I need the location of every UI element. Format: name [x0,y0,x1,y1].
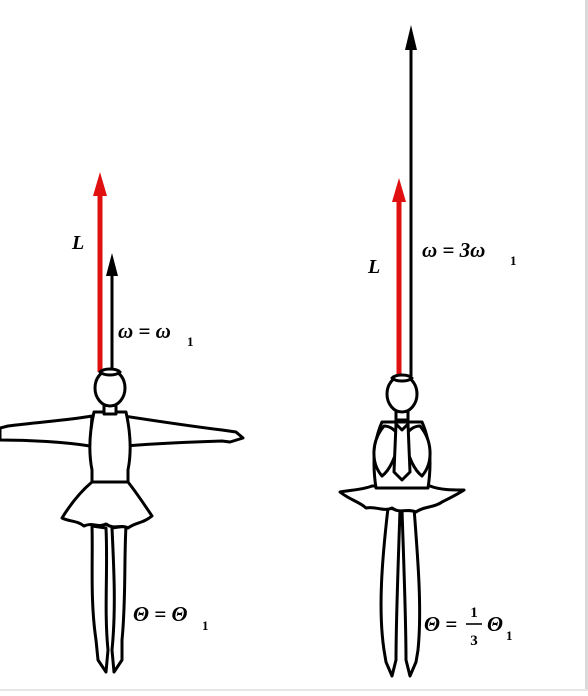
left-dancer-left-arm [0,414,94,448]
right-angular-velocity-arrow [405,25,417,376]
right-theta-symbol: Θ [487,612,503,636]
left-L-label: L [71,232,84,254]
right-dancer-hair-bun [390,373,414,383]
left-theta-subscript: 1 [202,618,209,633]
right-theta-subscript: 1 [506,628,513,643]
left-angular-momentum-arrow [93,172,107,372]
right-theta-fraction-denominator: 3 [470,633,478,649]
left-dancer-torso [88,410,132,492]
left-dancer-right-leg [110,524,128,674]
left-dancer-hair-bun [98,367,122,377]
left-dancer-left-leg [90,524,110,674]
right-dancer-clasped-hands [392,422,412,482]
right-theta-prefix: Θ = [424,612,457,636]
right-L-arrowhead [392,178,406,202]
bottom-border-line [0,689,588,691]
left-dancer-right-arm [122,414,245,448]
right-omega-arrowhead [405,25,417,50]
left-dancer-group: L ω = ω 1 Θ = Θ 1 [0,172,245,674]
right-dancer-group: L ω = 3ω 1 Θ = 1 3 Θ 1 [338,25,517,678]
left-omega-subscript: 1 [187,334,194,349]
right-dancer-right-leg [400,506,422,678]
left-omega-label: ω = ω [118,319,171,343]
right-L-label: L [367,256,380,278]
right-omega-subscript: 1 [510,253,517,268]
right-dancer-right-arm [402,424,432,478]
right-dancer-left-leg [379,506,402,678]
right-dancer-left-arm [372,424,402,478]
left-dancer-figure [0,367,245,674]
left-omega-arrowhead [106,253,118,276]
right-dancer-figure [338,373,466,678]
left-dancer-skirt [60,480,154,530]
right-theta-fraction-numerator: 1 [470,605,478,621]
left-theta-label: Θ = Θ [133,602,188,626]
right-border-line [585,0,588,691]
left-angular-velocity-arrow [106,253,118,372]
left-L-arrowhead [93,172,107,196]
right-dancer-skirt [338,484,466,514]
right-omega-label: ω = 3ω [422,238,485,262]
right-angular-momentum-arrow [392,178,406,376]
